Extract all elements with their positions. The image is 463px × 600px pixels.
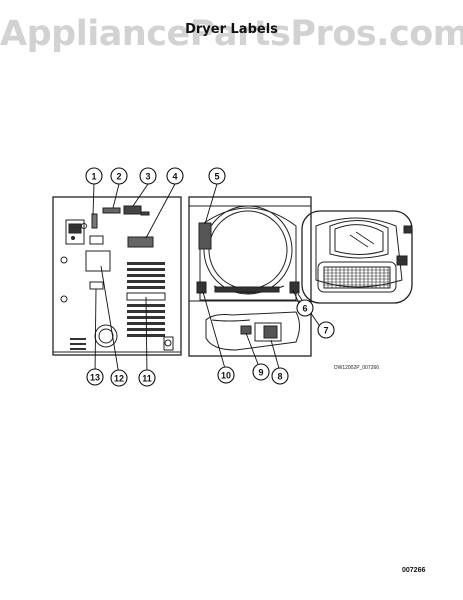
callout-label-10: 10 (221, 371, 231, 381)
callout-label-8: 8 (277, 372, 282, 382)
callout-label-12: 12 (114, 374, 124, 384)
callout-label-11: 11 (142, 374, 152, 384)
callout-10 (217, 366, 235, 384)
callout-label-5: 5 (214, 172, 219, 182)
callout-6 (296, 299, 314, 317)
watermark: AppliancePartsPros.com (0, 14, 463, 54)
callout-label-4: 4 (172, 172, 177, 182)
callout-12 (110, 369, 128, 387)
callout-2 (110, 167, 128, 185)
callout-label-3: 3 (145, 172, 150, 182)
callout-label-1: 1 (91, 172, 96, 182)
callout-4 (166, 167, 184, 185)
page-code: 007266 (402, 567, 426, 574)
callout-label-7: 7 (323, 326, 328, 336)
callout-label-9: 9 (258, 368, 263, 378)
dryer-front-view (188, 196, 413, 357)
callout-label-2: 2 (116, 172, 121, 182)
callout-1 (85, 167, 103, 185)
callout-9 (252, 363, 270, 381)
page-title: Dryer Labels (185, 22, 278, 37)
reference-code: DW12002P_007266 (334, 365, 380, 371)
dryer-rear-view (52, 196, 182, 356)
callout-label-6: 6 (302, 304, 307, 314)
callout-3 (139, 167, 157, 185)
callouts (85, 167, 335, 387)
callout-11 (138, 369, 156, 387)
callout-8 (271, 367, 289, 385)
callout-13 (86, 368, 104, 386)
callout-label-13: 13 (90, 373, 100, 383)
callout-5 (208, 167, 226, 185)
callout-7 (317, 321, 335, 339)
